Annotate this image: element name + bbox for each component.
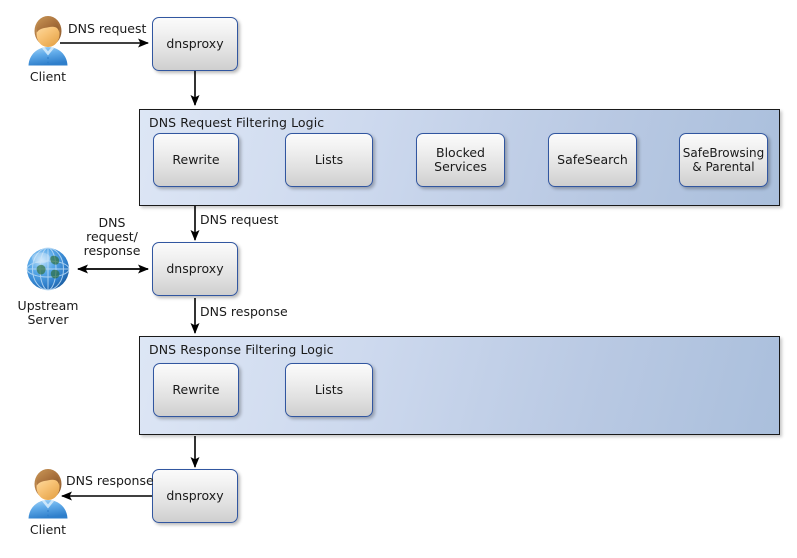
client-bottom-avatar (22, 467, 74, 529)
stage-req-safesearch[interactable]: SafeSearch (548, 133, 637, 187)
edge-label-proxy-to-request-filtering: DNS request (200, 212, 279, 227)
person-icon (28, 469, 68, 519)
edge-label-proxy-to-response-filtering: DNS response (200, 304, 288, 319)
stage-req-lists[interactable]: Lists (285, 133, 373, 187)
stage-req-rewrite[interactable]: Rewrite (153, 133, 239, 187)
stage-resp-lists[interactable]: Lists (285, 363, 373, 417)
dnsproxy-bottom-box[interactable]: dnsproxy (152, 469, 238, 523)
edge-label-client-to-proxy: DNS request (68, 21, 147, 36)
client-top-avatar (22, 14, 74, 76)
globe-icon (26, 247, 70, 291)
upstream-server-avatar (22, 243, 74, 299)
stage-req-blocked-services[interactable]: Blocked Services (416, 133, 505, 187)
dns-request-filtering-group: DNS Request Filtering Logic (139, 109, 780, 206)
upstream-server-caption: Upstream Server (17, 298, 79, 327)
dnsproxy-middle-box[interactable]: dnsproxy (152, 242, 238, 296)
dns-response-filtering-group: DNS Response Filtering Logic (139, 336, 780, 435)
edge-label-proxy-to-client: DNS response (66, 473, 154, 488)
dns-request-filtering-title: DNS Request Filtering Logic (149, 115, 325, 130)
person-icon (28, 16, 68, 66)
edge-label-upstream-exchange: DNS request/ response (83, 215, 141, 258)
client-top-caption: Client (29, 69, 67, 84)
dnsproxy-top-box[interactable]: dnsproxy (152, 17, 238, 71)
dns-response-filtering-title: DNS Response Filtering Logic (149, 342, 334, 357)
stage-resp-rewrite[interactable]: Rewrite (153, 363, 239, 417)
stage-req-safebrowsing-parental[interactable]: SafeBrowsing & Parental (679, 133, 768, 187)
client-bottom-caption: Client (29, 522, 67, 537)
